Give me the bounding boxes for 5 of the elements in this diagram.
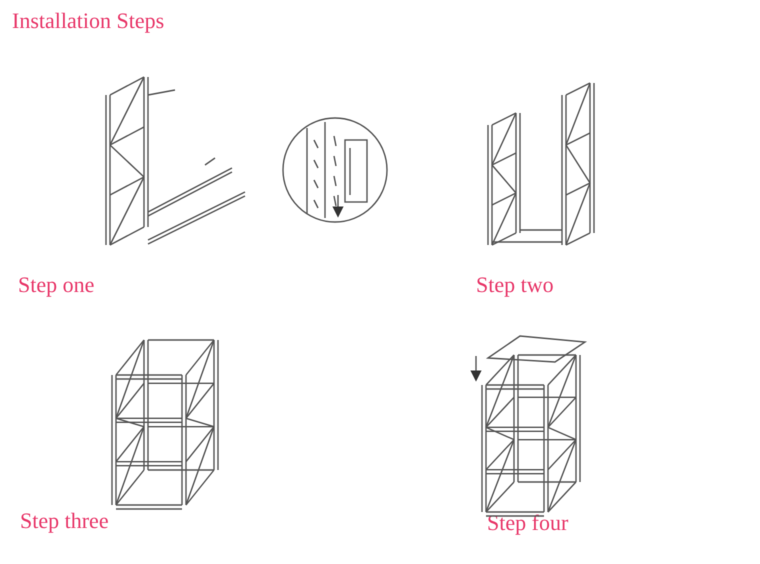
step-label: Step three [20,508,109,534]
step-label: Step one [18,272,94,298]
page-title: Installation Steps [12,8,164,34]
step-label: Step two [476,272,554,298]
step-label: Step four [487,510,568,536]
